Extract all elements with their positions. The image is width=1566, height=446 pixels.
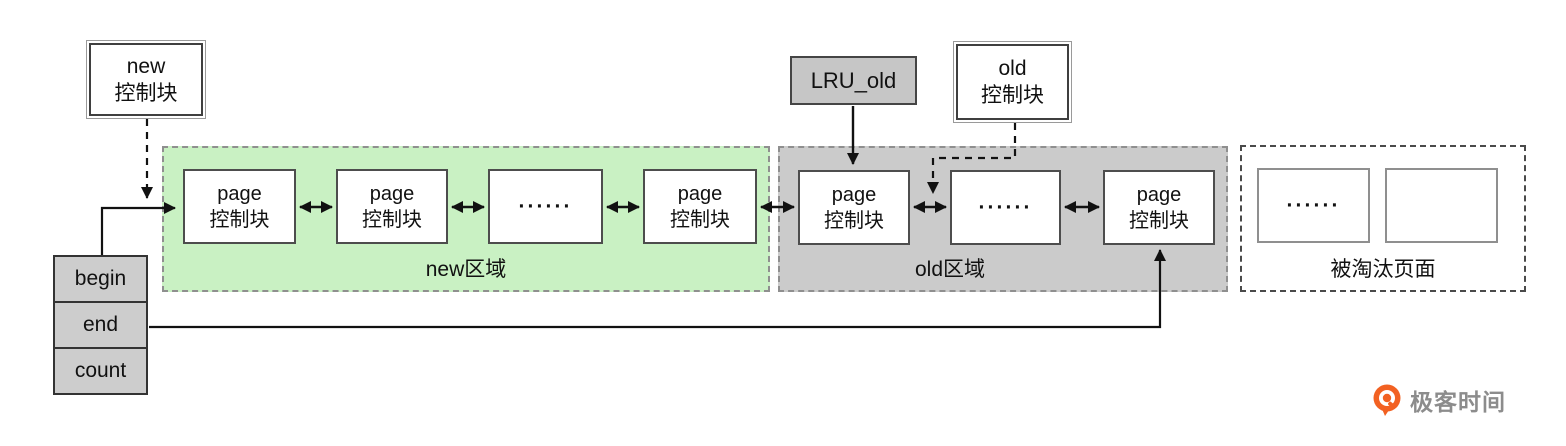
- block-text: 控制块: [362, 208, 422, 231]
- state-label: begin: [74, 267, 127, 290]
- block-text: page: [677, 182, 723, 205]
- new-area-page-block-3: page 控制块: [643, 169, 757, 244]
- geektime-logo-icon: [1373, 384, 1401, 416]
- label-text: new: [126, 54, 166, 78]
- geektime-logo: 极客时间: [1371, 383, 1506, 417]
- old-control-block-label: old 控制块: [953, 41, 1072, 123]
- lru-old-pointer-label: LRU_old: [790, 56, 917, 105]
- block-text: page: [217, 182, 262, 205]
- evicted-empty-block: [1385, 168, 1498, 243]
- state-cell-begin: begin: [53, 255, 148, 303]
- label-text: LRU_old: [810, 67, 897, 93]
- old-area-page-block-2: page 控制块: [1103, 170, 1215, 245]
- label-text: 控制块: [114, 81, 178, 105]
- block-text: page: [831, 183, 877, 206]
- state-cell-count: count: [53, 347, 148, 395]
- block-text: page: [369, 182, 415, 205]
- old-area-page-block-1: page 控制块: [798, 170, 910, 245]
- block-text: page: [1136, 183, 1182, 206]
- block-text: 控制块: [824, 209, 884, 232]
- geektime-logo-text: 极客时间: [1410, 389, 1506, 415]
- label-text: 控制块: [981, 84, 1044, 107]
- label-text: old: [998, 57, 1027, 80]
- region-old-area-label: old区域: [914, 258, 986, 281]
- ellipsis-text: ······: [1286, 193, 1341, 217]
- state-label: count: [74, 359, 127, 382]
- old-area-ellipsis-block: ······: [950, 170, 1061, 245]
- list-state-stack: begin end count: [53, 255, 148, 395]
- state-label: end: [82, 313, 119, 336]
- evicted-ellipsis-block: ······: [1257, 168, 1370, 243]
- new-area-ellipsis-block: ······: [488, 169, 603, 244]
- ellipsis-text: ······: [978, 195, 1033, 219]
- block-text: 控制块: [670, 208, 730, 231]
- new-area-page-block-1: page 控制块: [183, 169, 296, 244]
- new-area-page-block-2: page 控制块: [336, 169, 448, 244]
- ellipsis-text: ······: [518, 194, 573, 218]
- region-new-area-label: new区域: [425, 258, 507, 281]
- region-evicted-pages-label: 被淘汰页面: [1330, 258, 1436, 281]
- block-text: 控制块: [209, 208, 270, 231]
- new-control-block-label: new 控制块: [86, 40, 206, 119]
- block-text: 控制块: [1129, 209, 1189, 232]
- state-cell-end: end: [53, 301, 148, 349]
